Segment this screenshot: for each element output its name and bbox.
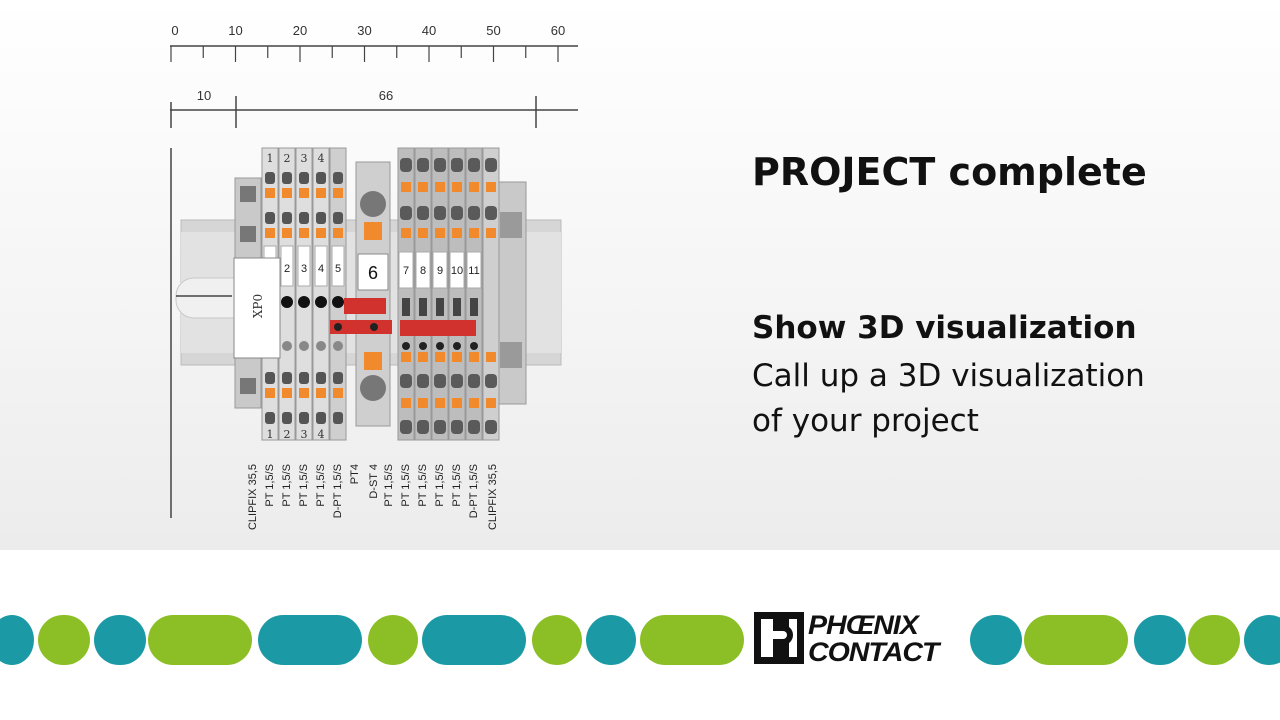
marker-xp0-label: XP0	[251, 294, 265, 318]
ruler-tick-label: 30	[357, 23, 371, 38]
info-panel: PROJECT complete Show 3D visualization C…	[752, 150, 1272, 439]
ruler-tick-label: 50	[486, 23, 500, 38]
dimension-label-66: 66	[379, 88, 393, 103]
terminal-number-bottom: 1	[267, 428, 274, 441]
terminal-block: 10	[448, 147, 466, 441]
terminal-mid-label: 4	[318, 263, 324, 275]
decorative-pill	[970, 615, 1022, 665]
decorative-pill	[38, 615, 90, 665]
headline: PROJECT complete	[752, 150, 1147, 194]
component-label: PT 1,5/S	[383, 464, 395, 507]
terminal-right-label: 11	[468, 265, 479, 277]
decorative-pill	[368, 615, 418, 665]
decorative-pill	[94, 615, 146, 665]
decorative-pill	[1134, 615, 1186, 665]
decorative-pill	[148, 615, 252, 665]
end-clamp-right	[495, 181, 527, 405]
component-label: CLIPFIX 35,5	[247, 464, 259, 530]
marker-xp0: XP0	[233, 257, 281, 359]
decorative-pill	[640, 615, 744, 665]
component-label: PT 1,5/S	[400, 464, 412, 507]
jumpers	[330, 298, 476, 336]
phoenix-contact-logo[interactable]: PHŒNIX CONTACT	[754, 612, 964, 668]
terminal-block: 7	[397, 147, 415, 441]
decorative-pill	[586, 615, 636, 665]
component-label: PT 1,5/S	[298, 464, 310, 507]
section-title: Show 3D visualization	[752, 310, 1137, 346]
terminal-number-top: 3	[301, 152, 308, 165]
terminal-mid-label: 5	[335, 263, 341, 275]
ruler-tick-label: 40	[422, 23, 436, 38]
ruler-tick-label: 60	[551, 23, 565, 38]
terminal-block: 2 2 2	[278, 147, 296, 441]
ruler-tick-label: 20	[293, 23, 307, 38]
decorative-pill	[0, 615, 34, 665]
component-label: PT 1,5/S	[281, 464, 293, 507]
decorative-pill	[422, 615, 526, 665]
decorative-pill	[1188, 615, 1240, 665]
terminal-block: 8	[414, 147, 432, 441]
terminal-number-bottom: 4	[318, 428, 325, 441]
decorative-pill	[1024, 615, 1128, 665]
section-description: Call up a 3D visualization of your proje…	[752, 354, 1272, 444]
ruler: 0 10 20 30 40 50 60	[170, 23, 578, 62]
terminal-number-top: 2	[284, 152, 291, 165]
component-label: D-PT 1,5/S	[468, 464, 480, 518]
logo-line-1: PHŒNIX	[808, 610, 919, 640]
dimension-line: 10 66	[170, 88, 578, 128]
terminal-number-top: 1	[267, 152, 274, 165]
terminal-block	[482, 147, 500, 441]
terminal-mid-label: 3	[301, 263, 307, 275]
footer-band: PHŒNIX CONTACT	[0, 550, 1280, 720]
section-description-line-1: Call up a 3D visualization	[752, 358, 1145, 394]
component-label: CLIPFIX 35,5	[487, 464, 499, 530]
logo-line-2: CONTACT	[808, 637, 939, 667]
terminal-block: 11	[465, 147, 483, 441]
terminal-block: 4 4 4	[312, 147, 330, 441]
terminal-number-top: 4	[318, 152, 325, 165]
terminal-mid-label: 2	[284, 263, 290, 275]
component-label: PT 1,5/S	[417, 464, 429, 507]
decorative-pill	[258, 615, 362, 665]
component-label: PT 1,5/S	[315, 464, 327, 507]
terminal-right-label: 9	[437, 265, 443, 277]
decorative-pill	[532, 615, 582, 665]
label-6: 6	[368, 263, 378, 283]
terminal-block-diagram: 0 10 20 30 40 50 60 10 66	[170, 23, 578, 530]
ruler-tick-label: 0	[171, 23, 178, 38]
section-description-line-2: of your project	[752, 403, 979, 439]
ruler-tick-label: 10	[228, 23, 242, 38]
component-label: D-PT 1,5/S	[332, 464, 344, 518]
terminal-block: 3 3 3	[295, 147, 313, 441]
logo-mark-icon	[754, 612, 804, 664]
component-label: PT 1,5/S	[264, 464, 276, 507]
component-label: PT 1,5/S	[451, 464, 463, 507]
slide-stage: 0 10 20 30 40 50 60 10 66	[0, 0, 1280, 550]
terminal-number-bottom: 2	[284, 428, 291, 441]
pt4-block: 6	[355, 161, 391, 427]
terminal-right-label: 8	[420, 265, 426, 277]
decorative-pill	[1244, 615, 1280, 665]
component-label: PT4	[349, 464, 361, 484]
decorative-pills	[0, 615, 1280, 665]
dimension-label-10: 10	[197, 88, 211, 103]
component-label: PT 1,5/S	[434, 464, 446, 507]
terminal-block: 9	[431, 147, 449, 441]
terminal-right-label: 7	[403, 265, 409, 277]
terminal-number-bottom: 3	[301, 428, 308, 441]
terminal-block: 5	[329, 147, 347, 441]
component-label: D-ST 4	[368, 464, 380, 499]
terminal-right-label: 10	[451, 265, 463, 277]
